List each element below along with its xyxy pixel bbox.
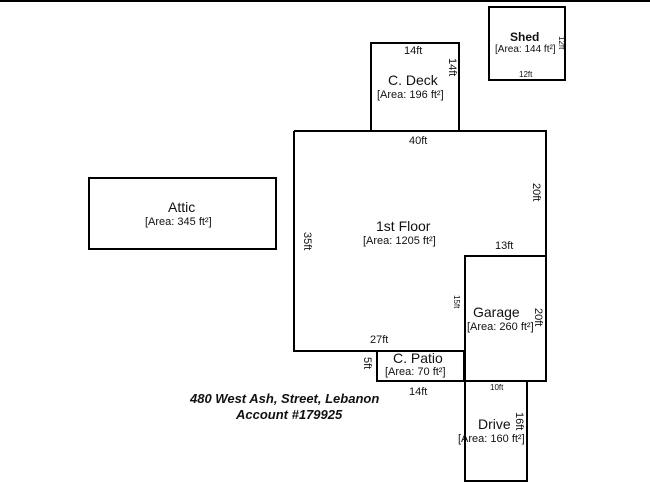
- property-address: 480 West Ash, Street, Lebanon: [190, 391, 380, 406]
- first-floor-dim-left: 35ft: [301, 232, 313, 251]
- attic-area: [Area: 345 ft²]: [145, 216, 212, 228]
- drive-name: Drive: [478, 416, 511, 432]
- c-patio-area: [Area: 70 ft²]: [385, 366, 446, 378]
- first-floor-dim-right: 20ft: [530, 183, 542, 202]
- shed-dim-bottom: 12ft: [519, 70, 533, 79]
- c-deck-dim-top: 14ft: [404, 45, 423, 57]
- c-deck-area: [Area: 196 ft²]: [377, 89, 444, 101]
- garage-dim-top: 13ft: [495, 240, 514, 252]
- drive-area: [Area: 160 ft²]: [458, 433, 525, 445]
- room-drive: [464, 380, 528, 482]
- attic-name: Attic: [168, 199, 196, 215]
- garage-dim-left: 15ft: [452, 295, 461, 309]
- room-shed: [488, 6, 566, 81]
- first-floor-dim-top: 40ft: [409, 135, 428, 147]
- room-c-patio: [376, 350, 465, 382]
- shed-name: Shed: [510, 30, 540, 44]
- c-patio-dim-bottom: 14ft: [409, 386, 428, 398]
- drive-dim-top: 10ft: [490, 383, 504, 392]
- c-patio-name: C. Patio: [393, 350, 443, 366]
- first-floor-dim-bottom: 27ft: [370, 334, 389, 346]
- garage-area: [Area: 260 ft²]: [467, 321, 534, 333]
- garage-dim-right: 20ft: [532, 308, 544, 327]
- drive-dim-right: 16ft: [513, 412, 525, 431]
- top-border-line: [0, 0, 650, 2]
- first-floor-name: 1st Floor: [376, 218, 431, 234]
- c-deck-name: C. Deck: [388, 72, 438, 88]
- account-number: Account #179925: [236, 407, 343, 422]
- garage-name: Garage: [473, 304, 520, 320]
- shed-area: [Area: 144 ft²]: [495, 44, 556, 55]
- first-floor-area: [Area: 1205 ft²]: [363, 235, 436, 247]
- c-patio-dim-left: 5ft: [361, 357, 373, 370]
- room-attic: [88, 177, 277, 250]
